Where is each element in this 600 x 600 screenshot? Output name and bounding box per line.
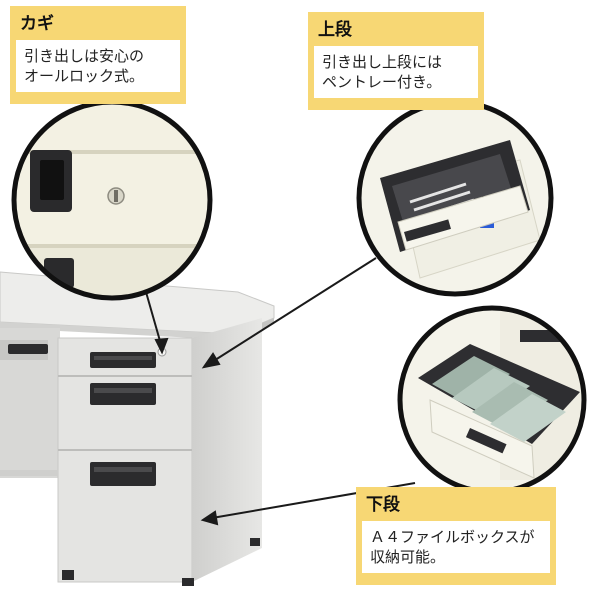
callout-lock-text: 引き出しは安心の オールロック式。 [16,40,180,92]
callout-upper-text: 引き出し上段には ペントレー付き。 [314,46,478,98]
drawer-handle-bottom [90,462,156,486]
callout-lock: カギ 引き出しは安心の オールロック式。 [10,6,186,104]
callout-lower-text: Ａ４ファイルボックスが 収納可能。 [362,521,550,573]
callout-upper-title: 上段 [318,20,352,40]
callout-lock-title: カギ [20,14,54,34]
foot [182,578,194,586]
desk [0,271,275,586]
drawer-handle-middle [90,383,156,405]
callout-upper-drawer: 上段 引き出し上段には ペントレー付き。 [308,12,484,110]
callout-lower-drawer: 下段 Ａ４ファイルボックスが 収納可能。 [356,487,556,585]
zoom-file-drawer [397,305,587,495]
foot [250,538,260,546]
pedestal-front [57,337,193,583]
foot [62,570,74,580]
zoom-pen-tray [356,99,554,297]
callout-lower-title: 下段 [366,495,400,515]
zoom-lock [11,99,213,301]
